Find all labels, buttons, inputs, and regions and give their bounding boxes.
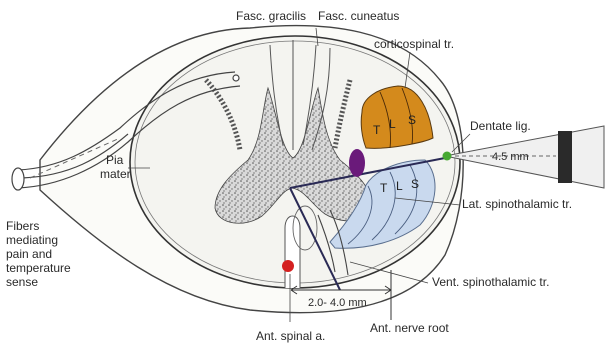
label-fibers-line5: sense <box>6 275 38 289</box>
label-ant-nerve-root: Ant. nerve root <box>370 321 449 335</box>
dentate-ligament <box>443 152 452 161</box>
root-stump <box>12 168 24 190</box>
label-distance-range: 2.0- 4.0 mm <box>308 297 367 309</box>
corticospinal-letter-t: T <box>373 123 381 137</box>
label-fibers-line1: Fibers <box>6 219 39 233</box>
spinothalamic-letter-t: T <box>380 181 388 195</box>
label-fibers-line3: pain and <box>6 247 52 261</box>
label-mater: mater <box>100 167 131 181</box>
nucleus <box>349 149 365 177</box>
label-lat-spinothalamic: Lat. spinothalamic tr. <box>462 197 572 211</box>
label-vent-spinothalamic: Vent. spinothalamic tr. <box>432 275 549 289</box>
label-corticospinal: corticospinal tr. <box>374 37 454 51</box>
corticospinal-letter-s: S <box>408 113 416 127</box>
label-fibers-line4: temperature <box>6 261 71 275</box>
spinothalamic-letter-s: S <box>411 177 419 191</box>
dentate-band <box>558 131 572 183</box>
label-ant-spinal: Ant. spinal a. <box>256 329 325 343</box>
spinothalamic-letter-l: L <box>396 179 403 193</box>
label-fasc-cuneatus: Fasc. cuneatus <box>318 9 399 23</box>
anterior-spinal-artery <box>282 260 294 272</box>
corticospinal-letter-l: L <box>389 117 396 131</box>
label-dentate: Dentate lig. <box>470 119 531 133</box>
label-fasc-gracilis: Fasc. gracilis <box>236 9 306 23</box>
label-pia: Pia <box>106 153 124 167</box>
anterior-fissure <box>285 216 300 288</box>
label-fibers-line2: mediating <box>6 233 58 247</box>
label-dentate-distance: 4.5 mm <box>492 151 529 163</box>
